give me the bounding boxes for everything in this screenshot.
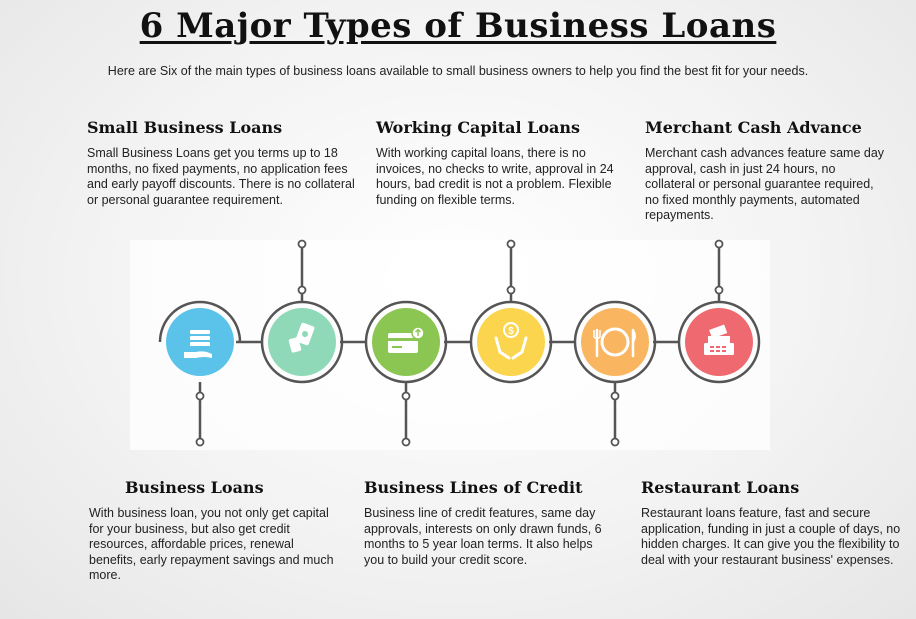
- credit-card-icon: [388, 326, 425, 353]
- card-small-business-loans: Small Business Loans Small Business Loan…: [87, 118, 367, 208]
- timeline-band: [130, 240, 770, 450]
- card-text: Merchant cash advances feature same day …: [645, 146, 885, 222]
- hand-money-icon: [184, 330, 212, 358]
- svg-text:$: $: [508, 326, 514, 337]
- card-title: Business Loans: [125, 478, 264, 497]
- card-title: Business Lines of Credit: [364, 478, 583, 497]
- page-title: 6 Major Types of Business Loans: [139, 6, 777, 46]
- card-title: Restaurant Loans: [641, 478, 800, 497]
- card-working-capital-loans: Working Capital Loans With working capit…: [376, 118, 636, 208]
- node-business-loans: [260, 239, 344, 384]
- node-merchant-cash-advance: [677, 239, 761, 384]
- node-small-business-loans: [158, 300, 242, 447]
- card-title: Working Capital Loans: [376, 118, 581, 137]
- card-merchant-cash-advance: Merchant Cash Advance Merchant cash adva…: [645, 118, 885, 224]
- card-title: Merchant Cash Advance: [645, 118, 862, 137]
- node-restaurant-loans: [573, 300, 657, 447]
- card-text: With business loan, you not only get cap…: [89, 506, 334, 582]
- card-text: Small Business Loans get you terms up to…: [87, 146, 355, 207]
- card-text: Restaurant loans feature, fast and secur…: [641, 506, 901, 567]
- page-subtitle: Here are Six of the main types of busine…: [107, 64, 809, 78]
- plate-cutlery-icon: [593, 327, 636, 358]
- card-text: With working capital loans, there is no …: [376, 146, 614, 207]
- node-working-capital-loans: [364, 300, 448, 447]
- card-business-loans: Business Loans With business loan, you n…: [89, 478, 334, 584]
- dollar-hands-icon: $: [494, 322, 528, 360]
- card-business-lines-of-credit: Business Lines of Credit Business line o…: [364, 478, 604, 568]
- hand-cash-icon: [288, 322, 315, 353]
- card-title: Small Business Loans: [87, 118, 283, 137]
- cash-register-icon: [704, 324, 734, 355]
- card-restaurant-loans: Restaurant Loans Restaurant loans featur…: [641, 478, 901, 568]
- card-text: Business line of credit features, same d…: [364, 506, 602, 567]
- node-business-lines-of-credit: $: [469, 239, 553, 384]
